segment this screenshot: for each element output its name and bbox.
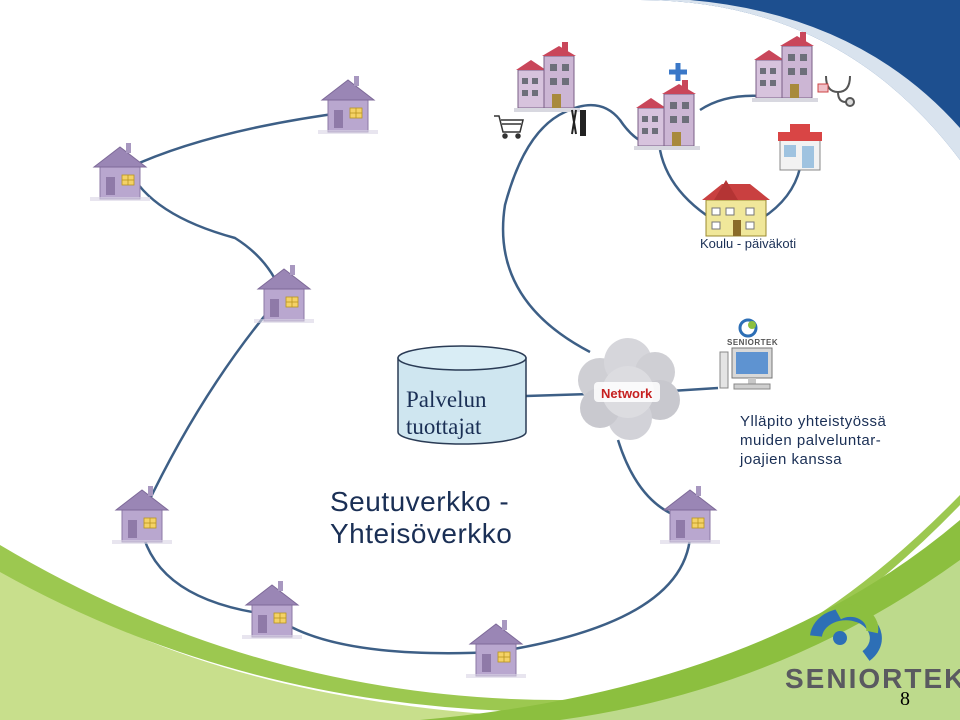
network-cloud-icon bbox=[578, 338, 680, 440]
blue-corner-edge bbox=[640, 0, 960, 160]
region-title-line2: Yhteisöverkko bbox=[330, 518, 513, 549]
providers-label-line1: Palvelun bbox=[406, 387, 487, 412]
small-logo-text: SENIORTEK bbox=[727, 338, 779, 347]
maintenance-label: Ylläpito yhteistyössä muiden palveluntar… bbox=[740, 412, 886, 469]
link-db-network bbox=[525, 392, 591, 398]
network-label: Network bbox=[601, 386, 653, 401]
house-icon bbox=[659, 485, 721, 545]
school-icon bbox=[702, 180, 770, 237]
link-left-long bbox=[138, 294, 283, 521]
link-network-to-providers bbox=[501, 103, 666, 354]
house-icon bbox=[317, 75, 379, 135]
link-bottom-mid bbox=[271, 614, 497, 655]
maintenance-label-line2: muiden palveluntar- bbox=[740, 432, 882, 449]
region-network-title: Seutuverkko - Yhteisöverkko bbox=[330, 486, 512, 550]
shop-icon bbox=[778, 124, 822, 171]
house-icon bbox=[241, 580, 303, 640]
providers-database bbox=[397, 345, 527, 445]
link-top-houses bbox=[127, 110, 349, 170]
green-swoosh-light bbox=[0, 560, 640, 720]
service-providers-label: Palvelun tuottajat bbox=[406, 386, 487, 440]
blue-corner bbox=[640, 0, 960, 160]
house-icon bbox=[253, 264, 315, 324]
green-swoosh-band bbox=[0, 495, 960, 712]
maintenance-label-line1: Ylläpito yhteistyössä bbox=[740, 413, 887, 430]
stethoscope-icon bbox=[817, 75, 855, 107]
link-bottom-right bbox=[495, 519, 692, 654]
house-icon bbox=[111, 485, 173, 545]
building-icon bbox=[513, 41, 581, 113]
page-number: 8 bbox=[900, 688, 910, 710]
link-left-arc bbox=[126, 167, 284, 296]
region-title-line1: Seutuverkko - bbox=[330, 486, 510, 517]
providers-label-line2: tuottajat bbox=[406, 414, 482, 439]
medical-cross-icon bbox=[669, 63, 687, 81]
house-icon bbox=[89, 142, 151, 202]
computer-icon bbox=[719, 347, 773, 390]
seniortek-logo-icon bbox=[810, 604, 882, 661]
school-label: Koulu - päiväkoti bbox=[700, 236, 797, 251]
building-icon bbox=[633, 79, 701, 151]
maintenance-label-line3: joajien kanssa bbox=[740, 451, 843, 468]
shopping-cart-icon bbox=[494, 115, 524, 139]
building-icon bbox=[751, 31, 819, 103]
seniortek-small-logo-icon bbox=[738, 318, 758, 338]
comb-scissors-icon bbox=[571, 109, 586, 136]
green-swoosh-fade bbox=[560, 560, 960, 720]
seniortek-logo-text: SENIORTEK bbox=[785, 663, 960, 694]
